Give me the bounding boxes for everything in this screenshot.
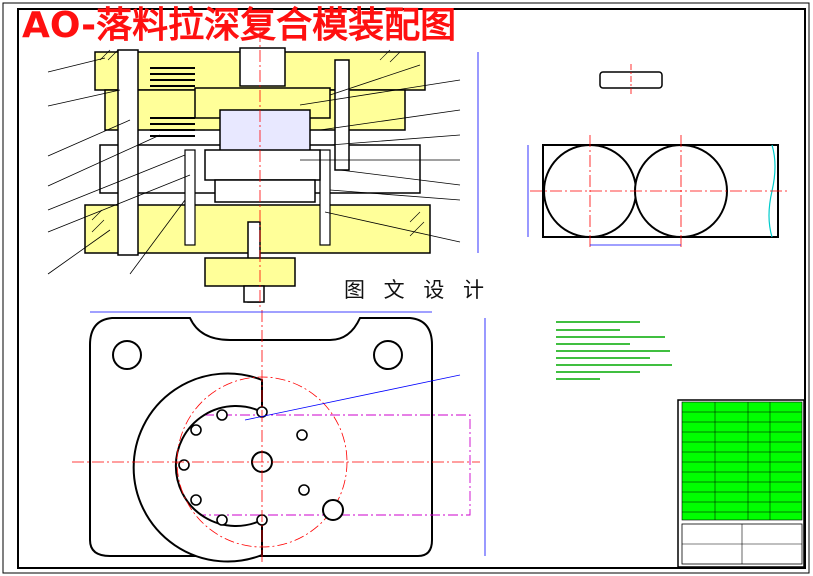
guide-hole-right — [373, 340, 403, 370]
inner-frame — [17, 8, 806, 569]
plan-leader — [244, 374, 461, 421]
left-guide-post — [117, 49, 139, 256]
right-guide-post — [334, 59, 350, 171]
cushion-nut — [243, 285, 265, 303]
part-leaders-left — [47, 57, 191, 275]
guide-hole-left — [112, 340, 142, 370]
plan-view — [72, 310, 486, 563]
spring-stack-upper — [150, 67, 195, 87]
shank — [239, 47, 286, 87]
die-face-outline — [132, 372, 263, 563]
front-section-view — [47, 30, 479, 310]
strip-layout — [527, 135, 790, 250]
technical-notes — [556, 321, 672, 380]
part-leaders-right — [299, 64, 461, 243]
parts-list-grid — [682, 402, 802, 520]
blanking-ring — [204, 149, 321, 181]
drawing-title: AO-落料拉深复合模装配图 — [22, 5, 457, 46]
pilot-bolt — [322, 499, 344, 521]
plan-screw-holes — [178, 406, 310, 526]
lower-punch — [214, 179, 316, 203]
title-block — [677, 399, 805, 568]
section-hatching — [91, 49, 425, 237]
cushion-block — [204, 257, 296, 287]
blank-strip-outline — [149, 414, 471, 516]
ejector-pin-right — [319, 149, 331, 246]
watermark-text: 图 文 设 计 — [340, 272, 495, 306]
spring-stack-lower — [150, 117, 195, 137]
part-drawing — [599, 64, 663, 96]
ejector-pin-left — [184, 149, 196, 246]
parts-list-area — [681, 401, 803, 521]
